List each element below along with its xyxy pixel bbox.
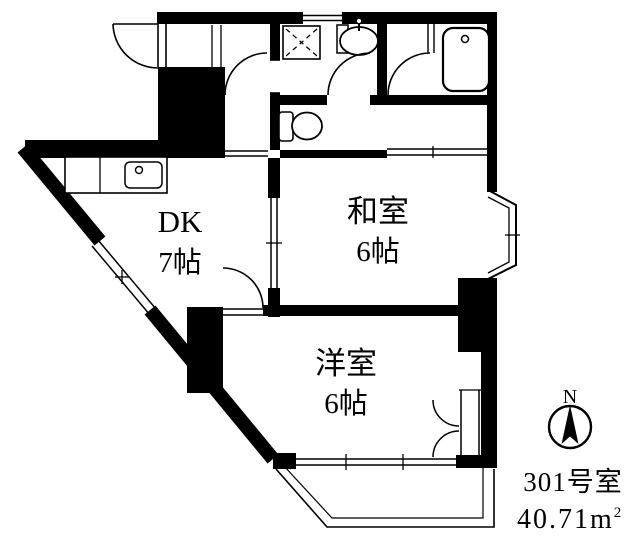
unit-area-unit: m xyxy=(590,504,614,535)
unit-info: 301号室 40.71m2 xyxy=(517,467,623,535)
washbasin-icon xyxy=(339,26,379,56)
diagonal-window-line xyxy=(91,245,151,316)
wall-toilet-bottom xyxy=(280,150,387,158)
entrance xyxy=(112,23,222,69)
toilet-room xyxy=(278,111,323,142)
wall-corner-block-east xyxy=(458,278,497,352)
room-labels: DK 7帖 和室 6帖 洋室 6帖 xyxy=(158,194,409,420)
kitchen-faucet xyxy=(134,165,144,175)
unit-area-exponent: 2 xyxy=(614,505,624,521)
wall-kitchen-top xyxy=(25,140,225,158)
unit-area-value: 40.71 xyxy=(517,504,590,535)
bathtub-drain xyxy=(460,34,470,44)
room-size-dk: 7帖 xyxy=(158,246,202,279)
wall-diagonal-upper xyxy=(17,143,106,246)
youshitsu-door xyxy=(222,267,266,316)
dk-washitsu-sliding-door xyxy=(266,198,282,288)
washbasin-tap-knob xyxy=(355,17,363,25)
bathtub-icon xyxy=(441,26,491,93)
washroom-door-arc xyxy=(327,52,371,96)
closet-door-arc xyxy=(432,399,460,427)
room-label-washitsu: 和室 xyxy=(347,194,409,229)
room-label-dk: DK xyxy=(158,204,203,239)
entrance-door-arc xyxy=(112,23,159,69)
compass-north-label: N xyxy=(563,386,577,408)
unit-area: 40.71m2 xyxy=(517,504,623,535)
kitchen xyxy=(64,156,168,194)
corridor-door-arc xyxy=(224,52,268,96)
washitsu-closet-sliding-door xyxy=(387,146,487,158)
diagonal-window xyxy=(91,239,157,316)
toilet-icon xyxy=(291,111,323,141)
corridor xyxy=(222,52,280,157)
room-size-youshitsu: 6帖 xyxy=(324,387,368,420)
wall-washroom-bottom-left xyxy=(270,95,327,105)
wall-balcony-cap-left xyxy=(273,453,296,469)
balcony-outer-rail xyxy=(275,468,495,528)
toilet-tank xyxy=(278,111,294,142)
room-size-washitsu: 6帖 xyxy=(356,235,400,268)
closet-door-arc xyxy=(432,430,460,458)
bathroom xyxy=(387,24,491,96)
window-top xyxy=(303,12,342,24)
wall-balcony-cap-right xyxy=(456,455,497,468)
balcony xyxy=(275,465,495,528)
bay-window xyxy=(487,189,520,280)
bathroom-door-arc xyxy=(387,52,431,96)
wall-washitsu-youshitsu xyxy=(263,305,460,316)
balcony-window xyxy=(296,454,456,470)
window-top-gap xyxy=(303,12,342,24)
kitchen-sink-icon xyxy=(124,161,163,189)
room-label-youshitsu: 洋室 xyxy=(315,346,377,381)
washroom xyxy=(282,17,379,96)
wall-washroom-bottom-right xyxy=(370,95,497,105)
wall-entrance-block xyxy=(158,67,225,152)
compass-needle xyxy=(561,405,579,444)
wall-washroom-bath xyxy=(377,24,387,95)
wall-corridor-upper xyxy=(270,24,280,60)
washing-machine-x-mark xyxy=(285,28,318,57)
unit-room-number: 301号室 xyxy=(523,467,623,497)
youshitsu-closet xyxy=(432,389,481,458)
youshitsu-door-arc xyxy=(222,267,264,309)
walls xyxy=(17,12,497,469)
wall-corridor-lower xyxy=(270,93,280,150)
balcony-inner-rail xyxy=(283,465,484,519)
wall-diagonal-lower xyxy=(144,305,279,464)
diagonal-window-line xyxy=(97,239,157,310)
wall-right-south xyxy=(481,352,497,467)
compass-icon: N xyxy=(547,386,593,450)
wall-dk-washitsu-upper xyxy=(268,158,280,198)
